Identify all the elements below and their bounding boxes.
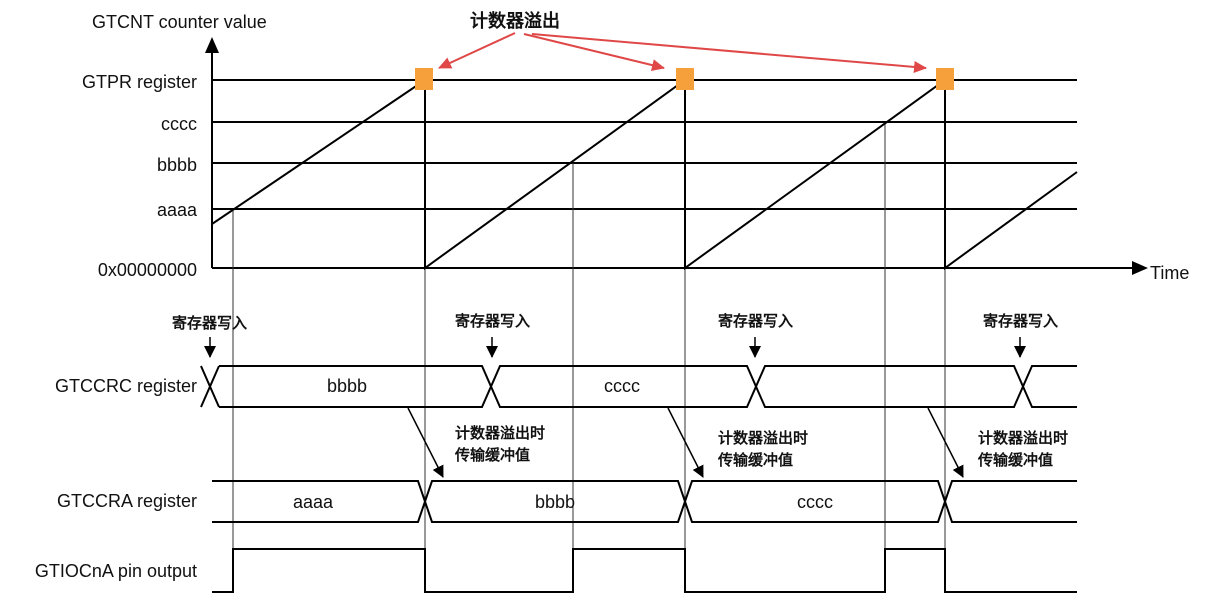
gtccra-bus <box>212 480 1077 523</box>
y-axis-title: GTCNT counter value <box>92 12 267 32</box>
gtccra-row: GTCCRA register aaaa bbbb cccc <box>57 480 1077 523</box>
counter-sawtooth <box>211 78 1078 270</box>
transfer-note-line2: 传输缓冲值 <box>717 451 793 469</box>
transfer-arrow <box>927 407 964 478</box>
x-axis-arrowhead <box>1132 261 1148 275</box>
overflow-marker <box>936 68 954 90</box>
x-axis-title: Time <box>1150 263 1189 283</box>
overflow-label: 计数器溢出 <box>470 10 560 32</box>
zero-level-label: 0x00000000 <box>98 260 197 280</box>
transfer-note-line1: 计数器溢出时 <box>455 424 545 442</box>
counter-chart: GTCNT counter value Time GTPR register c… <box>82 10 1189 592</box>
overflow-arrow <box>523 33 665 71</box>
transfer-note-line2: 传输缓冲值 <box>977 451 1053 469</box>
register-write-label: 寄存器写入 <box>983 312 1058 330</box>
pin-output-label: GTIOCnA pin output <box>35 561 197 581</box>
pin-output-waveform <box>212 548 1077 593</box>
transfer-note-line2: 传输缓冲值 <box>454 446 530 464</box>
gtccra-value: aaaa <box>293 492 334 512</box>
gtccra-value: cccc <box>797 492 833 512</box>
register-write-label: 寄存器写入 <box>455 312 530 330</box>
overflow-arrow <box>531 33 927 73</box>
transfer-arrow <box>667 407 704 478</box>
overflow-marker <box>415 68 433 90</box>
cccc-level-label: cccc <box>161 114 197 134</box>
gtpr-level-label: GTPR register <box>82 72 197 92</box>
register-write-label: 寄存器写入 <box>718 312 793 330</box>
gtccra-value: bbbb <box>535 492 575 512</box>
register-write-annotations: 寄存器写入 寄存器写入 寄存器写入 寄存器写入 <box>172 312 1058 358</box>
transfer-note-line1: 计数器溢出时 <box>718 429 808 447</box>
gtccrc-value: cccc <box>604 376 640 396</box>
transfer-note-line1: 计数器溢出时 <box>978 429 1068 447</box>
overflow-arrow <box>438 32 516 69</box>
transfer-arrow <box>407 407 444 478</box>
gtccrc-label: GTCCRC register <box>55 376 197 396</box>
gtccra-label: GTCCRA register <box>57 491 197 511</box>
pin-output-row: GTIOCnA pin output <box>35 548 1077 593</box>
register-write-label: 寄存器写入 <box>172 314 247 332</box>
transfer-annotations: 计数器溢出时 传输缓冲值 计数器溢出时 传输缓冲值 计数器溢出时 传输缓冲值 <box>407 407 1068 478</box>
gtccrc-row: GTCCRC register bbbb cccc <box>55 365 1077 408</box>
aaaa-level-label: aaaa <box>157 200 198 220</box>
y-axis-arrowhead <box>205 37 219 53</box>
gtccrc-value: bbbb <box>327 376 367 396</box>
overflow-marker <box>676 68 694 90</box>
bbbb-level-label: bbbb <box>157 155 197 175</box>
gtccrc-bus <box>200 365 1077 408</box>
